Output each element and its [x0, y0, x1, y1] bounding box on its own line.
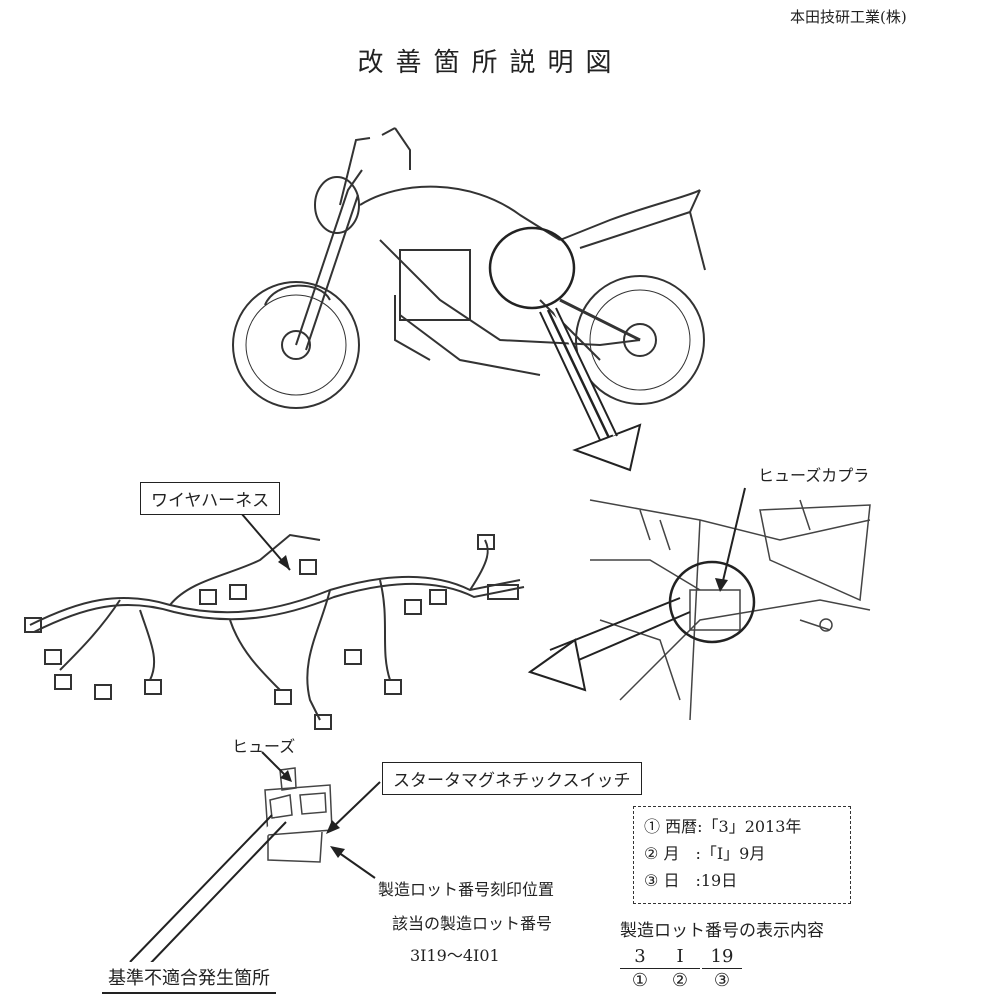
legend-row: ① 西暦:「3」2013年	[644, 813, 840, 840]
lot-display-label: 製造ロット番号の表示内容	[620, 921, 824, 941]
lot-example-key: ②	[671, 970, 689, 991]
fuse-coupler-label: ヒューズカプラ	[758, 466, 870, 485]
wire-harness-label: ワイヤハーネス	[140, 482, 281, 515]
legend-value: :「I」9月	[695, 844, 766, 863]
lot-example-key: ③	[713, 970, 731, 991]
lot-example-key: ①	[631, 970, 649, 991]
page-title: 改善箇所説明図	[357, 48, 624, 78]
legend-mark: ①	[644, 817, 661, 836]
wire-harness-illustration	[24, 533, 525, 730]
lot-example-value: I	[660, 946, 700, 969]
lot-range-value: 3I19～4I01	[410, 946, 500, 965]
lot-applicable-label: 該当の製造ロット番号	[392, 914, 553, 933]
starter-switch-illustration	[264, 767, 333, 863]
legend-row: ② 月 :「I」9月	[644, 840, 840, 867]
motorcycle-illustration	[232, 127, 706, 409]
defect-location-label: 基準不適合発生箇所	[102, 962, 276, 994]
starter-switch-label: スタータマグネチックスイッチ	[382, 762, 642, 795]
legend-mark: ③	[644, 871, 659, 890]
company-name: 本田技研工業(株)	[790, 8, 907, 26]
lot-example-year: 3 ①	[620, 946, 660, 993]
lot-code-legend: ① 西暦:「3」2013年 ② 月 :「I」9月 ③ 日 :19日	[633, 806, 851, 904]
legend-row: ③ 日 :19日	[644, 867, 840, 894]
legend-value: :19日	[695, 871, 738, 890]
lot-position-label: 製造ロット番号刻印位置	[378, 880, 555, 899]
fuse-label: ヒューズ	[232, 737, 296, 756]
lot-example-month: I ②	[660, 946, 700, 993]
legend-mark: ②	[644, 844, 659, 863]
lot-example-day: 19 ③	[702, 946, 742, 993]
lot-example-value: 19	[702, 946, 742, 969]
fuse-coupler-detail-illustration	[589, 499, 871, 721]
lot-example-value: 3	[620, 946, 660, 969]
legend-value: :「3」2013年	[697, 817, 802, 836]
legend-name: 西暦	[665, 817, 698, 836]
legend-name: 月	[663, 844, 680, 863]
legend-name: 日	[663, 871, 680, 890]
